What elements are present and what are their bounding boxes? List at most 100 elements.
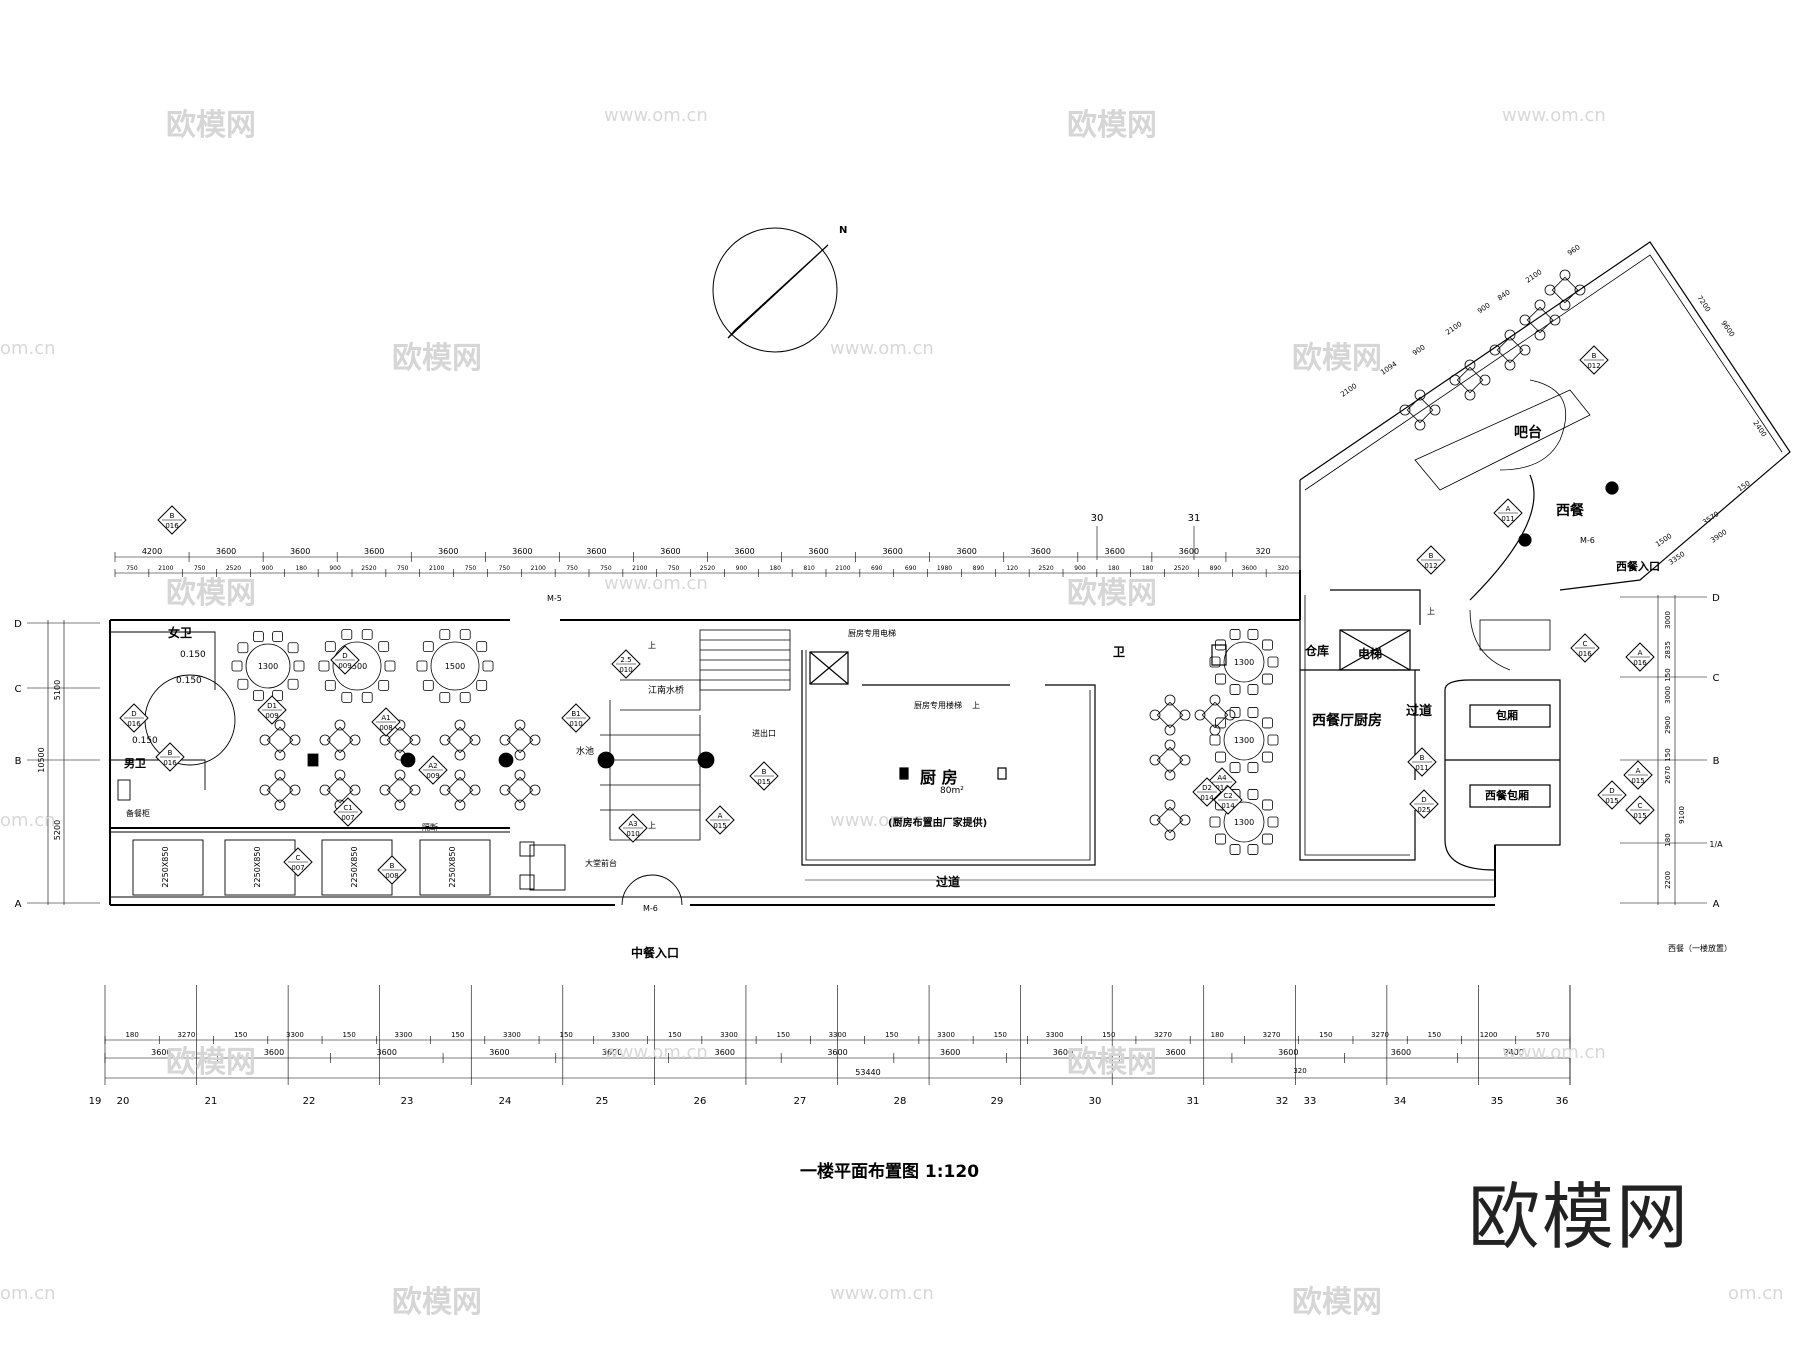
detail-top: B bbox=[762, 768, 767, 776]
detail-bottom: 016 bbox=[1578, 650, 1592, 658]
detail-top: C bbox=[1638, 802, 1643, 810]
chair bbox=[319, 734, 331, 746]
kitchen-stair-label: 厨房专用楼梯 bbox=[914, 701, 962, 710]
dim-bottom-bay: 3600 bbox=[602, 1048, 622, 1057]
dim-top-main: 320 bbox=[1255, 547, 1270, 556]
detail-top: B bbox=[168, 749, 173, 757]
private-rooms bbox=[1444, 679, 1561, 871]
chair bbox=[361, 629, 373, 641]
chair bbox=[1229, 762, 1241, 773]
chair bbox=[1262, 717, 1273, 729]
dim-wing: 2100 bbox=[1524, 268, 1543, 285]
corridor-right-label: 过道 bbox=[1406, 704, 1433, 719]
axis-label: 1/A bbox=[1709, 840, 1723, 849]
axis-bubble bbox=[791, 1091, 809, 1109]
dim-wing: 3570 bbox=[1701, 510, 1720, 527]
detail-top: A bbox=[718, 812, 723, 820]
detail-top: D bbox=[131, 710, 136, 718]
detail-bottom: 016 bbox=[163, 759, 177, 767]
chair bbox=[1574, 284, 1586, 296]
detail-top: D bbox=[342, 652, 347, 660]
womens-restroom-label: 女卫 bbox=[168, 626, 193, 640]
booth-size-label: 2250X850 bbox=[350, 846, 359, 887]
dim-top-sub: 180 bbox=[1142, 565, 1154, 572]
axis-bubble bbox=[1707, 834, 1725, 852]
chair bbox=[1464, 359, 1476, 371]
stair-up-label: 上 bbox=[648, 641, 656, 650]
axis-label: 28 bbox=[894, 1096, 907, 1107]
corridor-bottom-label: 过道 bbox=[936, 875, 961, 889]
chair bbox=[439, 629, 451, 641]
round-table bbox=[1223, 641, 1265, 683]
table-size-label: 1500 bbox=[347, 662, 367, 671]
detail-bottom: 008 bbox=[379, 724, 392, 732]
dim-wing: 7200 bbox=[1695, 294, 1712, 313]
watermark-url: www.om.cn bbox=[604, 573, 708, 594]
chair bbox=[274, 749, 286, 761]
dim-bottom-clear: 570 bbox=[1536, 1031, 1549, 1039]
watermark-url: om.cn bbox=[0, 810, 56, 831]
chair bbox=[334, 749, 346, 761]
chair bbox=[394, 769, 406, 781]
axis-label: D bbox=[1712, 593, 1720, 604]
detail-bottom: 010 bbox=[619, 666, 632, 674]
axis-label: C bbox=[1713, 673, 1720, 684]
chair bbox=[1209, 734, 1221, 746]
square-table bbox=[506, 776, 534, 804]
axis-label: 34 bbox=[1394, 1096, 1407, 1107]
chair bbox=[1504, 329, 1516, 341]
axis-label: 19 bbox=[89, 1096, 102, 1107]
detail-top: B bbox=[1592, 352, 1597, 360]
dim-wing: 960 bbox=[1566, 243, 1582, 257]
dim-top-main: 3600 bbox=[1179, 547, 1199, 556]
chair bbox=[499, 734, 511, 746]
chair bbox=[1262, 833, 1273, 845]
detail-top: D2 bbox=[1202, 784, 1212, 792]
detail-bottom: 015 bbox=[713, 822, 726, 830]
detail-bottom: 009 bbox=[265, 712, 278, 720]
chair bbox=[439, 734, 451, 746]
watermark-url: www.om.cn bbox=[1502, 1042, 1606, 1063]
dim-top-main: 3600 bbox=[512, 547, 532, 556]
square-table bbox=[1496, 336, 1524, 364]
chair bbox=[1267, 656, 1279, 668]
chair bbox=[1247, 629, 1259, 640]
dim-left: 5100 bbox=[53, 680, 62, 700]
dim-top-sub: 750 bbox=[600, 565, 612, 572]
axis-label: 36 bbox=[1556, 1096, 1569, 1107]
chair bbox=[529, 734, 541, 746]
dim-bottom-bay: 3600 bbox=[377, 1048, 397, 1057]
axis-bubble bbox=[691, 1091, 709, 1109]
dim-bottom-clear: 3300 bbox=[1046, 1031, 1064, 1039]
chair bbox=[482, 660, 494, 672]
chair bbox=[259, 734, 271, 746]
axis-bubble bbox=[593, 1091, 611, 1109]
dim-bottom-clear: 3270 bbox=[1154, 1031, 1172, 1039]
door-tag-m5: M-5 bbox=[547, 594, 562, 603]
chair bbox=[259, 784, 271, 796]
kitchen-note: (厨房布置由厂家提供) bbox=[888, 818, 988, 829]
dim-bottom-clear: 1200 bbox=[1480, 1031, 1498, 1039]
axis-bubble bbox=[9, 751, 27, 769]
detail-top: A bbox=[1506, 505, 1511, 513]
kitchen-label: 厨 房 bbox=[920, 768, 958, 787]
booth-size-label: 2250X850 bbox=[448, 846, 457, 887]
dim-top-sub: 2520 bbox=[226, 565, 241, 572]
square-table bbox=[326, 776, 354, 804]
round-table bbox=[1223, 719, 1265, 761]
dim-top-main: 3600 bbox=[216, 547, 236, 556]
watermark: 欧模网 bbox=[1292, 341, 1382, 376]
detail-bottom: 009 bbox=[426, 772, 439, 780]
dim-bottom-bay: 3600 bbox=[1391, 1048, 1411, 1057]
axis-label: 30 bbox=[1091, 513, 1104, 524]
chair bbox=[324, 641, 336, 653]
dim-wing: 840 bbox=[1496, 288, 1512, 302]
dim-top-sub: 2520 bbox=[1038, 565, 1053, 572]
chair bbox=[1262, 799, 1273, 811]
axis-bubble bbox=[1707, 751, 1725, 769]
detail-top: B bbox=[390, 862, 395, 870]
dim-bottom-clear: 3300 bbox=[612, 1031, 630, 1039]
chair bbox=[1224, 709, 1236, 721]
axis-bubble bbox=[114, 1091, 132, 1109]
